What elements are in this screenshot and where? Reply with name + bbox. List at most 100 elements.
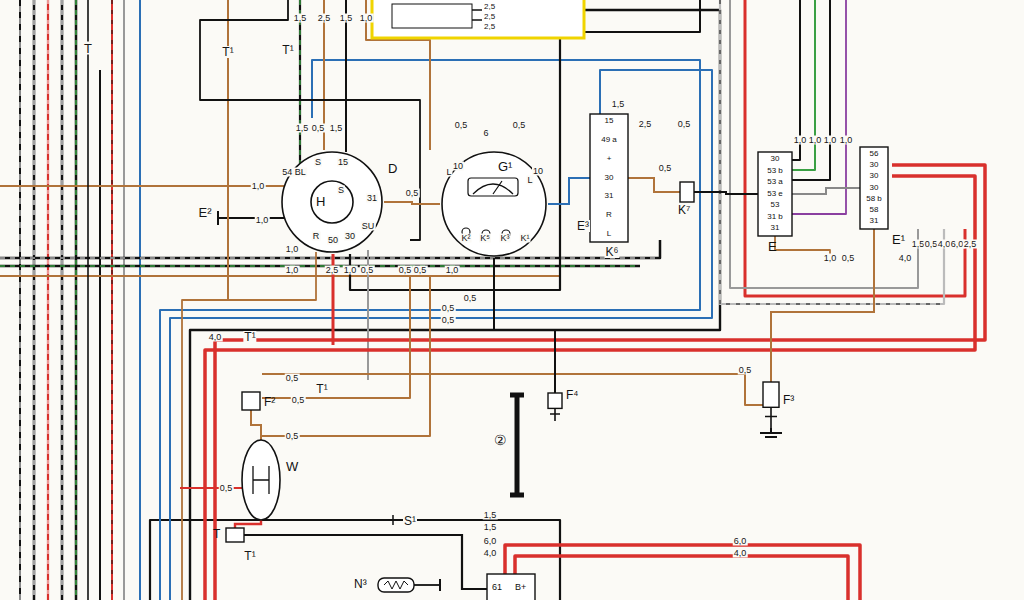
wire: [730, 0, 918, 288]
wire-gauge-label: 0,5: [677, 120, 692, 129]
outline: [226, 528, 244, 542]
wire-gauge-label: 0,5: [360, 266, 375, 275]
wire-connector: [251, 410, 261, 440]
wire: [745, 0, 965, 296]
wire-gauge-label: 0,5: [454, 121, 469, 130]
wire-gauge-label: 2,5: [963, 240, 978, 249]
wire: [61, 0, 64, 600]
wire: [345, 0, 347, 152]
terminal-list: 1549 a+3031RL: [590, 114, 628, 242]
wire: [61, 0, 62, 600]
component-label: F²: [264, 396, 275, 408]
ground-symbol: [760, 428, 782, 437]
component-label: N³: [354, 578, 367, 590]
component-label: F⁴: [566, 389, 579, 401]
wire: [111, 0, 113, 600]
sensor-stem: [550, 408, 560, 421]
wire-gauge-label: 31: [366, 194, 378, 203]
fuse-symbol: [388, 515, 398, 525]
wire-gauge-label: 0,5: [658, 164, 673, 173]
wire-gauge-label: 30: [344, 232, 356, 241]
outline: [242, 392, 260, 410]
bulb-shape: [242, 440, 280, 520]
terminal-label: 49 a: [601, 136, 617, 145]
wire-gauge-label: 4,0: [898, 254, 913, 263]
wire: [414, 584, 440, 586]
terminal-label: +: [607, 155, 612, 164]
wire-connector: [792, 188, 860, 194]
outline: [763, 382, 779, 407]
component-label: S¹: [403, 515, 417, 527]
wiper-switch: E3053 b53 a53 e5331 b31: [758, 152, 792, 236]
wire: [190, 10, 720, 600]
brake-switch-shape: [242, 392, 260, 410]
wire-gauge-label: 0,5: [463, 294, 478, 303]
oil-pressure-sender: F⁴: [548, 393, 562, 421]
outline: [311, 181, 353, 223]
wire-gauge-label: 15: [337, 158, 349, 167]
wire-gauge-label: 2,5: [638, 120, 653, 129]
terminal-label: R: [606, 211, 612, 220]
wire-gauge-label: 54 BL: [281, 168, 307, 177]
wire-gauge-label: 1,0: [343, 266, 358, 275]
component-label: T¹: [281, 44, 294, 56]
wire-gauge-label: K³: [500, 234, 511, 243]
wire: [182, 252, 316, 600]
wire-gauge-label: R: [312, 232, 321, 241]
wire: [0, 265, 640, 268]
terminal-label: 30: [870, 172, 879, 181]
relay-shape: [680, 182, 694, 202]
wire: [584, 0, 700, 32]
wire-connector: [235, 520, 261, 528]
component-label: T¹: [315, 383, 328, 395]
connector-shape: [226, 528, 244, 542]
ground-symbol: [439, 579, 441, 591]
bracket: [510, 395, 524, 495]
wire-gauge-label: 1,0: [445, 266, 460, 275]
wire-gauge-label: 0,5: [285, 432, 300, 441]
wire: [47, 0, 49, 600]
component-label: F³: [783, 394, 794, 406]
terminal-list: 5630303058 b5831: [860, 147, 888, 229]
wire: [19, 0, 21, 600]
wire-gauge-label: 1,5: [329, 124, 344, 133]
component-label: E²: [198, 206, 213, 219]
wire: [299, 0, 301, 166]
wire-gauge-label: K¹: [520, 234, 531, 243]
wire-gauge-label: 1,5: [339, 14, 354, 23]
sensor-stem: [765, 407, 777, 428]
wire: [227, 0, 229, 300]
gauge-needle: [473, 181, 513, 194]
outline: [442, 152, 546, 256]
connector: T: [226, 528, 244, 542]
terminal-label: 30: [870, 184, 879, 193]
wire-gauge-label: L: [526, 176, 533, 185]
wire-gauge-label: 0,5: [219, 484, 234, 493]
wire-gauge-label: K⁵: [479, 234, 491, 243]
wire-gauge-label: 0,5: [405, 189, 420, 198]
outline: [242, 440, 280, 520]
wire-gauge-label: 1,5: [483, 523, 498, 532]
wire-gauge-label: 0,5: [311, 124, 326, 133]
wire-gauge-label: 10: [452, 162, 464, 171]
wire-gauge-label: S: [314, 158, 322, 167]
wire-connector: [628, 178, 680, 192]
outline: [548, 393, 562, 408]
wire-gauge-label: 1,0: [808, 136, 823, 145]
wire: [350, 22, 584, 290]
coil-shape: [378, 578, 414, 592]
wire-stub: [472, 10, 482, 20]
component-label: E: [768, 240, 777, 253]
wire-connector: [384, 202, 440, 204]
wire-gauge-label: 10: [532, 167, 544, 176]
terminal-label: 58: [870, 206, 879, 215]
relay: K⁷: [680, 182, 694, 202]
wire-gauge-label: 1,0: [823, 254, 838, 263]
component-label: K⁶: [605, 246, 620, 258]
outline: [590, 114, 628, 242]
wire: [19, 0, 21, 600]
wire-gauge-label: 1,0: [793, 136, 808, 145]
wire-gauge-label: 0,5: [738, 366, 753, 375]
